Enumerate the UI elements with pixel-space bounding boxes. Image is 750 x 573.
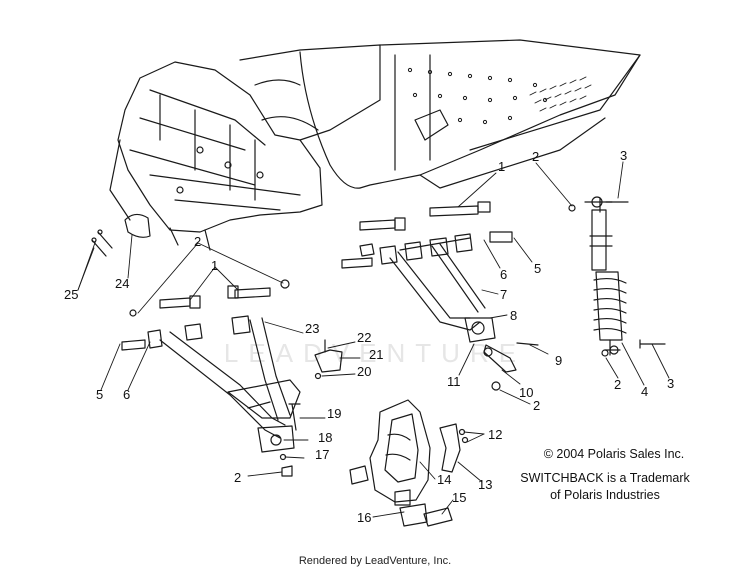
- right-upper-a-arm: [389, 237, 539, 391]
- callout-21: 21: [369, 347, 384, 362]
- callout-24: 24: [115, 276, 130, 291]
- left-lower-a-arm: [159, 317, 343, 477]
- trademark-line-2: of Polaris Industries: [550, 488, 660, 502]
- callout-15: 15: [452, 490, 467, 505]
- callout-20: 20: [357, 364, 372, 379]
- tunnel-panel: [359, 39, 641, 189]
- callout-2-left-bottom: 2: [234, 470, 242, 485]
- callout-9: 9: [555, 353, 563, 368]
- callout-17: 17: [315, 447, 330, 462]
- callout-19: 19: [327, 406, 342, 421]
- right-upper-bolts: [341, 201, 576, 269]
- callout-5-left: 5: [96, 387, 104, 402]
- callout-10: 10: [519, 385, 534, 400]
- callout-22: 22: [357, 330, 372, 345]
- callout-11: 11: [447, 374, 461, 389]
- callout-4: 4: [641, 384, 649, 399]
- steering-stop: [439, 423, 469, 473]
- callout-23: 23: [305, 321, 320, 336]
- callout-8: 8: [510, 308, 518, 323]
- left-small-parts: [91, 213, 151, 257]
- callout-16: 16: [357, 510, 372, 525]
- spindle: [349, 399, 431, 506]
- bottom-pins: [399, 503, 453, 527]
- callout-2-shock: 2: [614, 377, 622, 392]
- callout-2-right-bottom: 2: [533, 398, 541, 413]
- shock-absorber: [584, 196, 666, 357]
- callout-25: 25: [64, 287, 79, 302]
- leader-lines: [77, 161, 670, 518]
- callout-5-right: 5: [534, 261, 542, 276]
- callout-18: 18: [318, 430, 333, 445]
- footer-credit: Rendered by LeadVenture, Inc.: [298, 555, 452, 567]
- callout-1-right: 1: [498, 159, 506, 174]
- callout-2-left-top: 2: [194, 234, 202, 249]
- callout-3-bottom: 3: [667, 376, 675, 391]
- callout-6-left: 6: [123, 387, 131, 402]
- left-upper-bolts: [121, 279, 290, 351]
- chassis-frame: [109, 44, 381, 251]
- callout-12: 12: [488, 427, 503, 442]
- callout-3-top: 3: [620, 148, 628, 163]
- callout-1-left: 1: [211, 258, 219, 273]
- callout-6-right: 6: [500, 267, 508, 282]
- trademark-line-1: SWITCHBACK is a Trademark: [520, 471, 690, 485]
- callout-2-right-top: 2: [532, 149, 540, 164]
- copyright-note: © 2004 Polaris Sales Inc.: [543, 447, 685, 461]
- callout-13: 13: [478, 477, 493, 492]
- callout-7: 7: [500, 287, 508, 302]
- callout-14: 14: [437, 472, 452, 487]
